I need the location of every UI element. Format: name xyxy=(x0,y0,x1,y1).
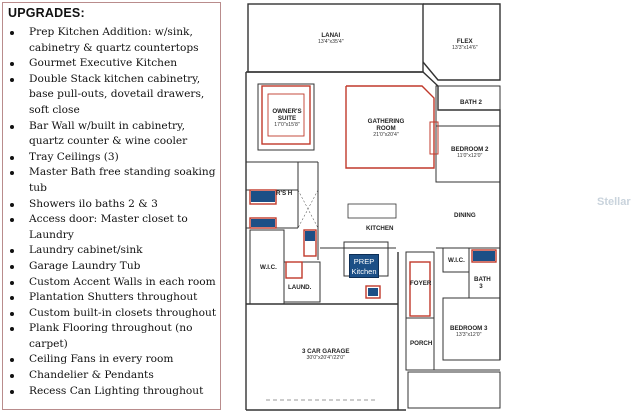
upgrade-item: Garage Laundry Tub xyxy=(7,259,219,275)
bath3-accent xyxy=(471,249,497,263)
room-bedroom3: BEDROOM 3 13'3"x12'0" xyxy=(450,325,488,338)
upgrades-list: Prep Kitchen Addition: w/sink, cabinetry… xyxy=(7,25,219,399)
upgrades-panel: UPGRADES: Prep Kitchen Addition: w/sink,… xyxy=(2,2,221,410)
room-owners-suite: OWNER'S SUITE 17'0"x15'8" xyxy=(272,108,302,128)
room-bedroom2: BEDROOM 2 11'0"x12'0" xyxy=(451,146,489,159)
upgrade-item: Double Stack kitchen cabinetry, base pul… xyxy=(7,72,219,119)
owners-suite-walls xyxy=(257,83,315,151)
upgrade-item: Plank Flooring throughout (no carpet) xyxy=(7,321,219,352)
upgrade-item: Custom built-in closets throughout xyxy=(7,306,219,322)
room-flex: FLEX 13'3"x14'6" xyxy=(452,38,478,51)
upgrade-item: Prep Kitchen Addition: w/sink, cabinetry… xyxy=(7,25,219,56)
room-wic-left: W.I.C. xyxy=(260,264,277,271)
upgrade-item: Bar Wall w/built in cabinetry, quartz co… xyxy=(7,119,219,150)
room-bath2: BATH 2 xyxy=(460,99,482,106)
room-dining: DINING xyxy=(454,212,476,219)
room-kitchen: KITCHEN xyxy=(366,225,394,232)
room-garage: 3 CAR GARAGE 30'0"x20'4"/22'0" xyxy=(302,348,350,361)
room-porch: PORCH xyxy=(410,340,433,347)
prep-kitchen-badge: PREP Kitchen xyxy=(349,254,379,278)
foyer-accent xyxy=(409,261,431,317)
floor-plan-drawing xyxy=(245,3,501,411)
upgrade-item: Recess Can Lighting throughout xyxy=(7,384,219,400)
gathering-tray-ceiling xyxy=(345,85,435,169)
room-owners-bath: R'S H xyxy=(276,190,293,197)
upgrades-title: UPGRADES: xyxy=(8,6,85,20)
upgrade-item: Custom Accent Walls in each room xyxy=(7,275,219,291)
flex-outline xyxy=(422,3,501,81)
upgrade-item: Plantation Shutters throughout xyxy=(7,290,219,306)
upgrade-item: Gourmet Executive Kitchen xyxy=(7,56,219,72)
room-bath3: BATH 3 xyxy=(474,276,491,290)
floor-plan: LANAI 13'4"x35'4" FLEX 13'3"x14'6" OWNER… xyxy=(238,0,640,415)
room-lanai: LANAI 13'4"x35'4" xyxy=(318,32,344,45)
upgrade-item: Master Bath free standing soaking tub xyxy=(7,165,219,196)
room-wic-right: W.I.C. xyxy=(448,257,465,264)
upgrade-item: Access door: Master closet to Laundry xyxy=(7,212,219,243)
room-gathering: GATHERING ROOM 21'0"x20'4" xyxy=(367,118,405,138)
upgrade-item: Chandelier & Pendants xyxy=(7,368,219,384)
owners-bath-accent xyxy=(249,189,277,205)
upgrade-item: Ceiling Fans in every room xyxy=(7,352,219,368)
upgrade-item: Tray Ceilings (3) xyxy=(7,150,219,166)
room-foyer: FOYER xyxy=(410,280,432,287)
room-laundry: LAUND. xyxy=(288,284,312,291)
upgrade-item: Showers ilo baths 2 & 3 xyxy=(7,197,219,213)
watermark: Stellar xyxy=(597,196,631,208)
bath2-walls xyxy=(435,85,501,127)
owners-tray-ceiling xyxy=(261,85,311,145)
house-outline xyxy=(246,71,501,360)
upgrade-item: Laundry cabinet/sink xyxy=(7,243,219,259)
